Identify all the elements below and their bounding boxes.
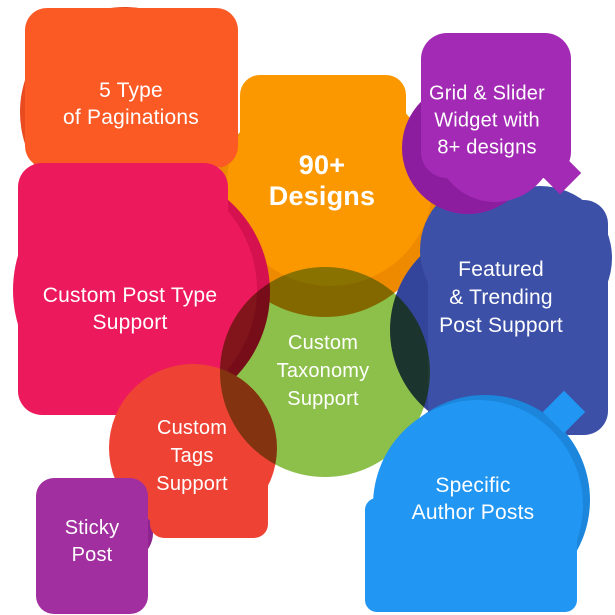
featured-label: Featured & Trending Post Support xyxy=(439,258,563,337)
author-label: Specific Author Posts xyxy=(411,474,535,524)
grid-slider-label: Grid & Slider Widget with 8+ designs xyxy=(429,82,545,159)
sticky-bubble-rect xyxy=(36,478,148,614)
sticky-label: Sticky Post xyxy=(64,517,120,566)
tags-label: Custom Tags Support xyxy=(156,417,228,495)
post-type-label: Custom Post Type Support xyxy=(42,284,218,334)
paginations-bubble-rect xyxy=(25,8,238,168)
designs-bubble-rect xyxy=(240,75,406,170)
grid-slider-bubble-rect xyxy=(421,33,571,178)
designs-label: 90+ Designs xyxy=(268,150,376,211)
author-bubble-rect xyxy=(365,498,577,612)
paginations-label: 5 Type of Paginations xyxy=(63,79,199,129)
featured-bubble-rect xyxy=(428,200,608,435)
tags-bubble-rect xyxy=(150,460,268,538)
taxonomy-label: Custom Taxonomy Support xyxy=(276,332,370,410)
